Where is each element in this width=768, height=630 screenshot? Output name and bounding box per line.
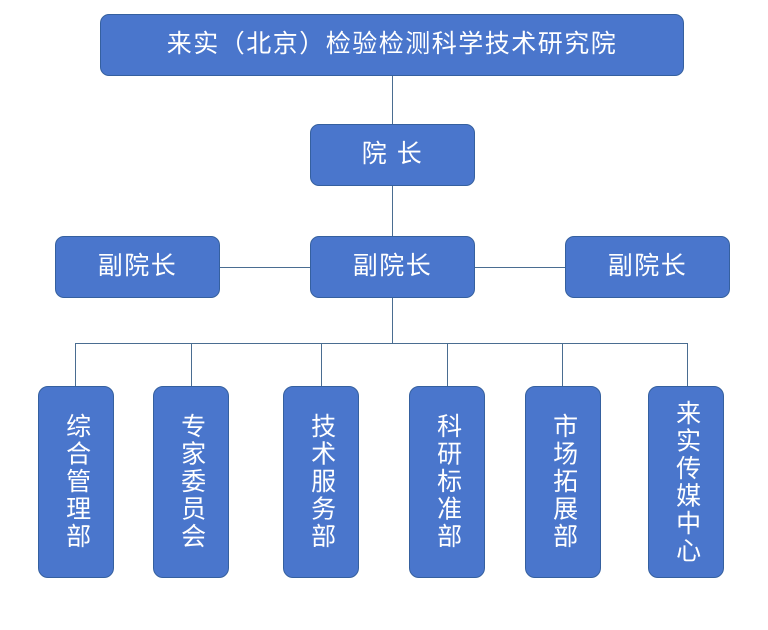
connector-director-to-vice-center	[392, 186, 393, 236]
org-node-department-laishi-media-center[interactable]: 来实传媒中心	[648, 386, 724, 578]
connector-vice-center-to-right	[475, 267, 565, 268]
org-node-vice-director-left[interactable]: 副院长	[55, 236, 220, 298]
org-node-department-expert-committee[interactable]: 专家委员会	[153, 386, 229, 578]
connector-department-bus	[75, 343, 687, 344]
connector-drop-dept-4	[447, 343, 448, 386]
org-node-department-market-development[interactable]: 市场拓展部	[525, 386, 601, 578]
org-node-department-technical-service[interactable]: 技术服务部	[283, 386, 359, 578]
connector-drop-dept-3	[321, 343, 322, 386]
connector-drop-dept-5	[562, 343, 563, 386]
org-node-director[interactable]: 院 长	[310, 124, 475, 186]
connector-drop-dept-1	[75, 343, 76, 386]
org-node-vice-director-center[interactable]: 副院长	[310, 236, 475, 298]
connector-vice-center-to-left	[220, 267, 310, 268]
org-node-department-research-standards[interactable]: 科研标准部	[409, 386, 485, 578]
connector-title-to-director	[392, 76, 393, 124]
org-node-institute-title[interactable]: 来实（北京）检验检测科学技术研究院	[100, 14, 684, 76]
org-node-vice-director-right[interactable]: 副院长	[565, 236, 730, 298]
connector-vice-to-dept-bus	[392, 298, 393, 343]
connector-drop-dept-2	[191, 343, 192, 386]
connector-drop-dept-6	[687, 343, 688, 386]
org-node-department-general-management[interactable]: 综合管理部	[38, 386, 114, 578]
